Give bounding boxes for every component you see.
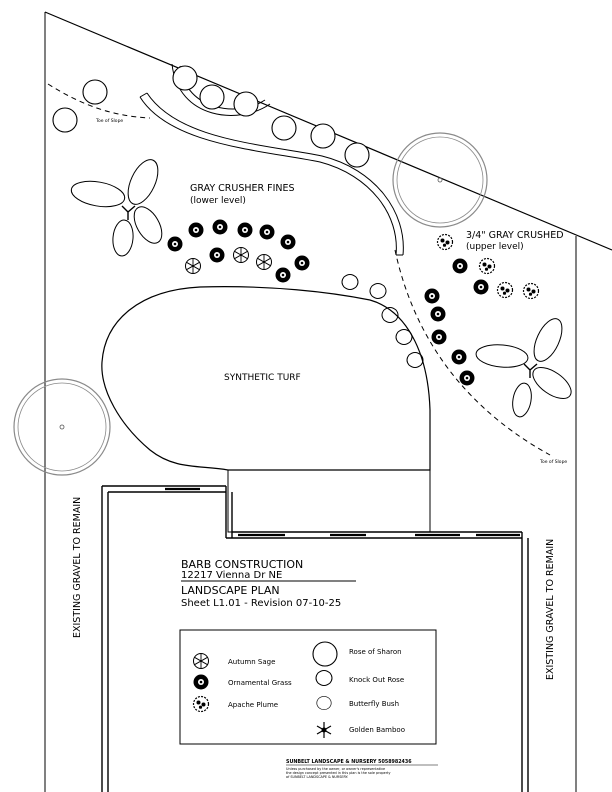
plant-legend: Autumn Sage Ornamental Grass Apache Plum… xyxy=(179,629,437,745)
label-gravel-left: EXISTING GRAVEL TO REMAIN xyxy=(72,497,83,638)
label-lower-fines: GRAY CRUSHER FINES xyxy=(190,183,295,194)
golden-bamboo-symbol xyxy=(316,722,332,738)
toe-of-slope-right xyxy=(394,249,551,456)
legend-apache-plume: Apache Plume xyxy=(228,701,278,709)
title-block: BARB CONSTRUCTION 12217 Vienna Dr NE LAN… xyxy=(181,558,356,609)
knock-out-rose-row xyxy=(341,274,424,368)
label-toe-left: Toe of Slope xyxy=(95,118,123,124)
legend-autumn-sage: Autumn Sage xyxy=(228,658,275,666)
legend-knock-out-rose: Knock Out Rose xyxy=(349,676,404,684)
label-upper-level: (upper level) xyxy=(466,242,524,252)
sheet-revision: Sheet L1.01 - Revision 07-10-25 xyxy=(181,598,341,609)
legend-ornamental-grass: Ornamental Grass xyxy=(228,679,292,687)
credit-line-2: the design concept presented in this pla… xyxy=(286,771,391,775)
toe-of-slope-left xyxy=(47,83,151,119)
designer-credit: SUNBELT LANDSCAPE & NURSERY 5058982436 U… xyxy=(286,759,438,779)
company-name: BARB CONSTRUCTION xyxy=(181,558,303,571)
label-lower-level: (lower level) xyxy=(190,196,246,206)
retaining-wall xyxy=(139,96,397,256)
label-upper-crushed: 3/4" GRAY CRUSHED xyxy=(466,230,564,241)
house-wall xyxy=(101,485,529,792)
autumn-sage-lower xyxy=(185,247,272,274)
existing-tree-left xyxy=(13,378,111,476)
credit-title: SUNBELT LANDSCAPE & NURSERY 5058982436 xyxy=(286,759,412,765)
patio-outline xyxy=(227,469,431,533)
ornamental-grass-upper xyxy=(424,258,489,386)
credit-line-3: of SUNBELT LANDSCAPE & NURSERY. xyxy=(286,775,349,779)
legend-golden-bamboo: Golden Bamboo xyxy=(349,726,405,734)
label-gravel-right: EXISTING GRAVEL TO REMAIN xyxy=(545,539,556,680)
legend-rose-of-sharon: Rose of Sharon xyxy=(349,648,402,656)
label-toe-right: Toe of Slope xyxy=(539,459,567,465)
label-synthetic-turf: SYNTHETIC TURF xyxy=(224,373,301,383)
synthetic-turf-outline xyxy=(101,286,431,471)
butterfly-bush-cluster-right xyxy=(475,318,572,418)
legend-butterfly-bush: Butterfly Bush xyxy=(349,700,399,708)
credit-line-1: Unless purchased by the owner, or owner'… xyxy=(286,767,385,771)
existing-tree-right xyxy=(392,132,488,228)
butterfly-bush-cluster-left xyxy=(70,159,163,257)
plan-title: LANDSCAPE PLAN xyxy=(181,584,280,597)
project-address: 12217 Vienna Dr NE xyxy=(181,570,282,581)
